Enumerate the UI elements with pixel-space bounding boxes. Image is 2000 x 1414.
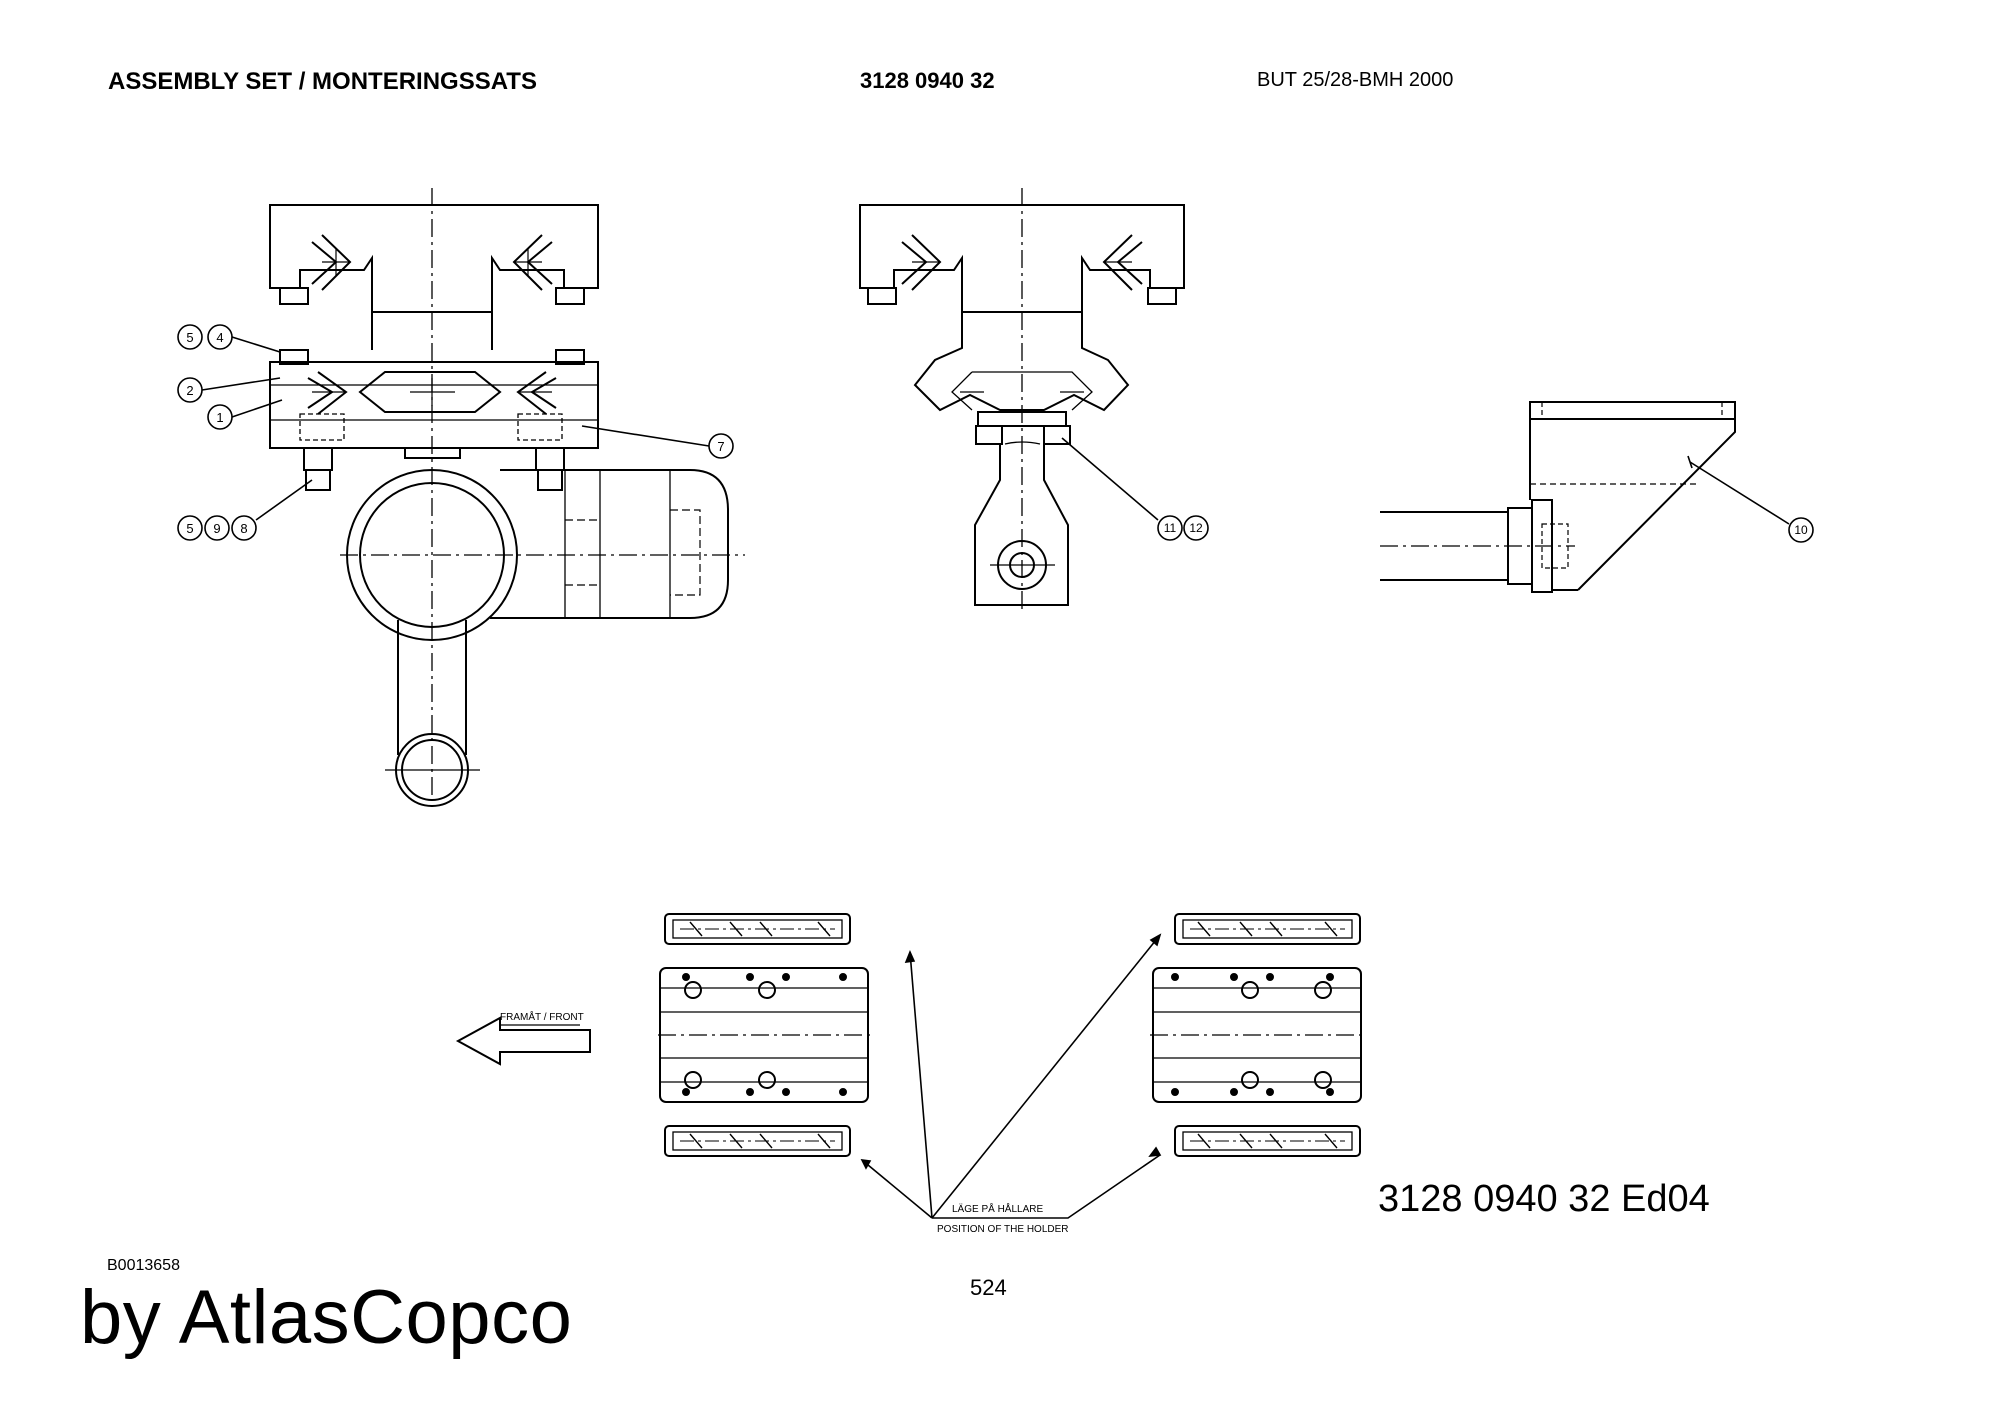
svg-text:8: 8: [240, 521, 247, 536]
callout-numbers-view-1: 5 4 2 1 5 9 8 7: [186, 330, 724, 536]
front-direction-arrow: [455, 1016, 591, 1066]
svg-text:9: 9: [213, 521, 220, 536]
holder-set-right: [1150, 913, 1366, 1157]
callout-balloons-view-1: [177, 324, 734, 541]
svg-text:5: 5: [186, 330, 193, 345]
svg-text:7: 7: [717, 439, 724, 454]
model-designation: BUT 25/28-BMH 2000: [1257, 69, 1454, 91]
holder-position-leaders: [860, 933, 1162, 1219]
front-label: FRAMÅT / FRONT: [500, 1010, 584, 1023]
callout-numbers-view-2: 11 12: [1164, 521, 1203, 535]
brand-footer: by AtlasCopco: [80, 1275, 573, 1360]
holder-label-en: POSITION OF THE HOLDER: [937, 1224, 1069, 1235]
callout-balloon-view-3: [1687, 455, 1814, 543]
svg-text:10: 10: [1794, 523, 1808, 537]
svg-text:5: 5: [186, 521, 193, 536]
svg-text:12: 12: [1189, 521, 1203, 535]
callout-number-view-3: 10: [1794, 523, 1808, 537]
view-front-assembly: [269, 188, 745, 807]
document-id: B0013658: [107, 1257, 180, 1274]
callout-balloons-view-2: [1061, 437, 1209, 541]
svg-text:4: 4: [216, 330, 223, 345]
holder-set-left: [658, 913, 872, 1157]
part-number: 3128 0940 32: [860, 68, 995, 93]
holder-label-sv: LÄGE PÅ HÅLLARE: [952, 1202, 1043, 1215]
svg-text:1: 1: [216, 410, 223, 425]
view-mounting-plate: [1380, 401, 1736, 593]
svg-text:11: 11: [1164, 521, 1177, 535]
svg-text:2: 2: [186, 383, 193, 398]
view-side-assembly: [859, 188, 1185, 610]
document-title: ASSEMBLY SET / MONTERINGSSATS: [108, 68, 537, 95]
page-number: 524: [970, 1275, 1007, 1300]
part-edition: 3128 0940 32 Ed04: [1378, 1178, 1710, 1220]
